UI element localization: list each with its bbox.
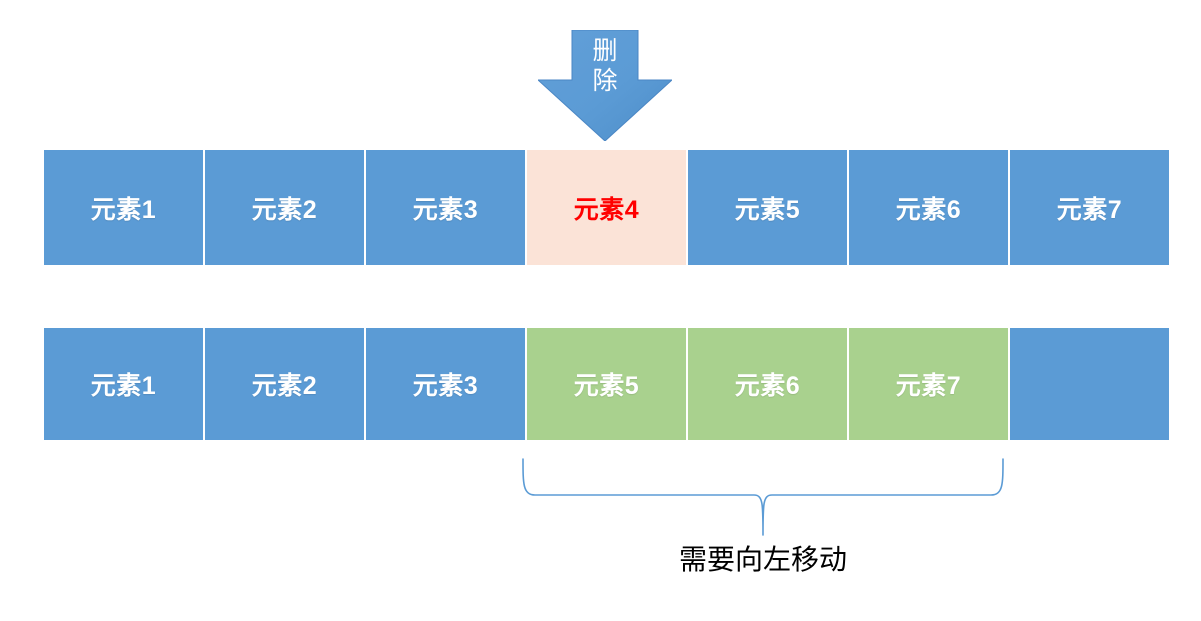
array-cell-6-shifted[interactable]: 元素7 bbox=[849, 328, 1008, 440]
array-cell-2[interactable]: 元素2 bbox=[205, 328, 364, 440]
array-cell-1[interactable]: 元素1 bbox=[44, 150, 203, 265]
array-cell-label: 元素6 bbox=[734, 372, 801, 400]
array-cell-label: 元素7 bbox=[895, 372, 962, 400]
array-cell-label: 元素1 bbox=[90, 372, 157, 400]
shift-range-brace bbox=[515, 452, 1015, 544]
array-cell-label: 元素2 bbox=[251, 195, 318, 224]
array-row-before-deletion: 元素1 元素2 元素3 元素4 元素5 元素6 元素7 bbox=[44, 150, 1169, 265]
shift-range-brace-shape bbox=[522, 458, 1004, 536]
array-cell-5[interactable]: 元素5 bbox=[688, 150, 847, 265]
array-cell-4-shifted[interactable]: 元素5 bbox=[527, 328, 686, 440]
array-cell-7[interactable]: 元素7 bbox=[1010, 150, 1169, 265]
array-row-after-deletion: 元素1 元素2 元素3 元素5 元素6 元素7 bbox=[44, 328, 1169, 440]
array-cell-3[interactable]: 元素3 bbox=[366, 150, 525, 265]
array-cell-6[interactable]: 元素6 bbox=[849, 150, 1008, 265]
array-cell-label: 元素1 bbox=[90, 195, 157, 224]
array-cell-2[interactable]: 元素2 bbox=[205, 150, 364, 265]
array-cell-3[interactable]: 元素3 bbox=[366, 328, 525, 440]
array-cell-label: 元素3 bbox=[412, 372, 479, 400]
delete-arrow: 删 除 bbox=[538, 30, 672, 141]
array-cell-7-empty[interactable] bbox=[1010, 328, 1169, 440]
array-cell-4-deleted[interactable]: 元素4 bbox=[527, 150, 686, 265]
array-cell-label: 元素5 bbox=[734, 195, 801, 224]
array-cell-label: 元素3 bbox=[412, 195, 479, 224]
array-cell-label: 元素2 bbox=[251, 372, 318, 400]
shift-caption: 需要向左移动 bbox=[678, 544, 847, 575]
array-cell-5-shifted[interactable]: 元素6 bbox=[688, 328, 847, 440]
delete-arrow-shape bbox=[538, 30, 672, 141]
array-cell-label: 元素4 bbox=[573, 195, 640, 224]
array-cell-label: 元素5 bbox=[573, 372, 640, 400]
array-cell-label: 元素6 bbox=[895, 195, 962, 224]
array-cell-label: 元素7 bbox=[1056, 195, 1123, 224]
array-cell-1[interactable]: 元素1 bbox=[44, 328, 203, 440]
